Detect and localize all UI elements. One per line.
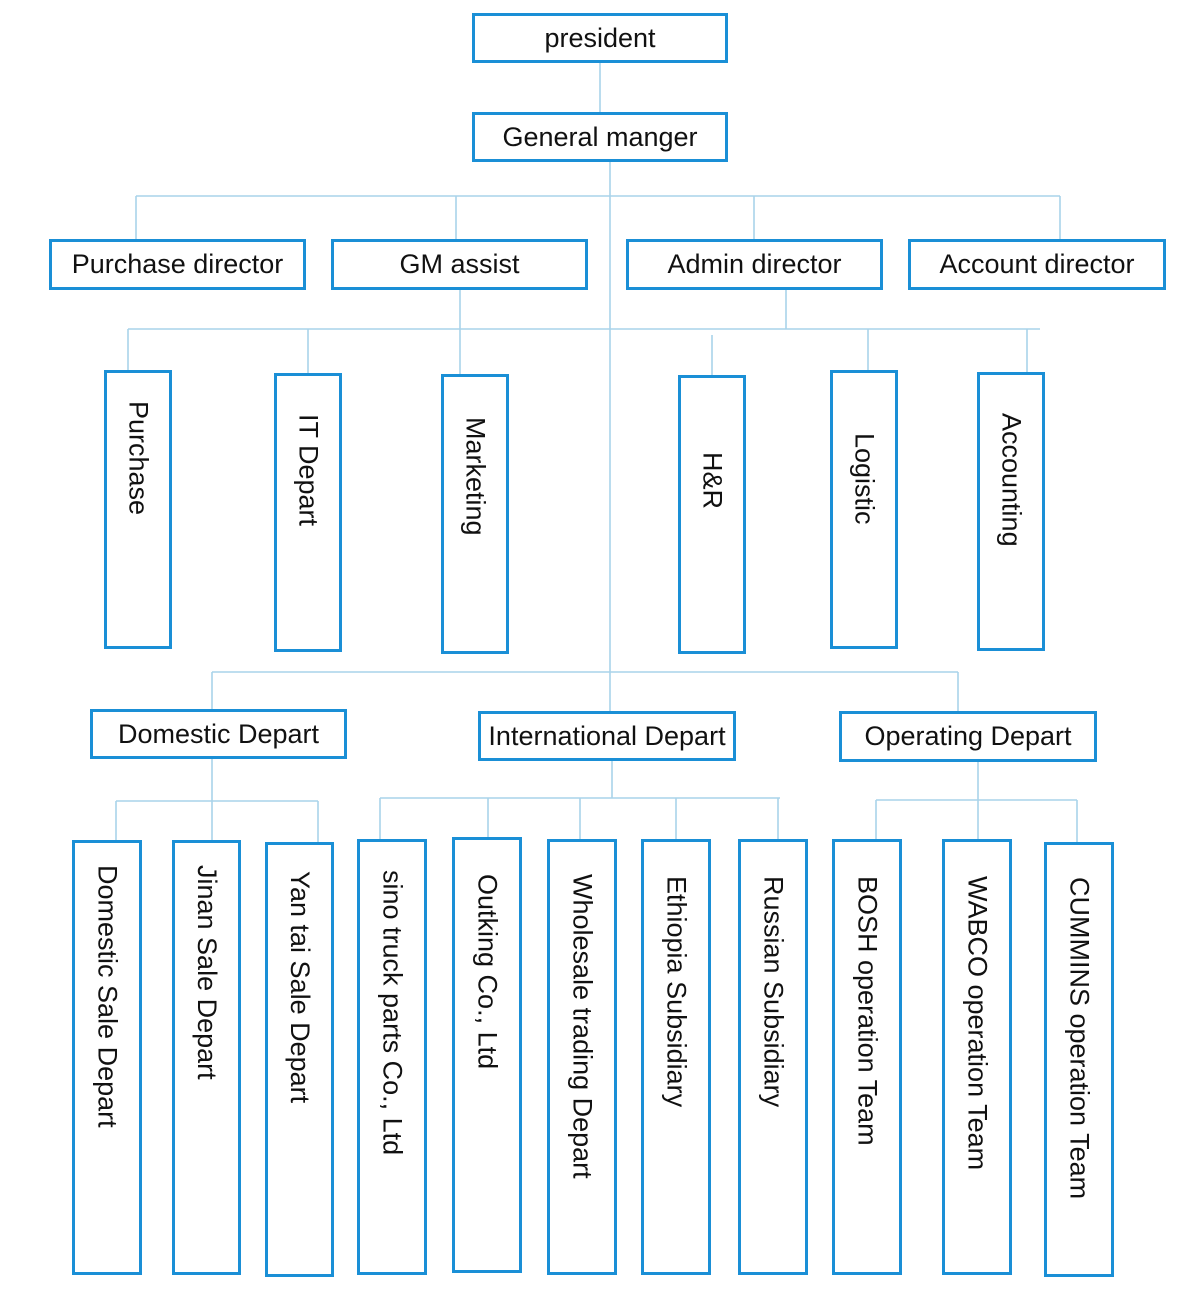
account-director-box: Account director: [908, 239, 1166, 290]
marketing-dept-box: Marketing: [441, 374, 509, 654]
domestic-depart-box: Domestic Depart: [90, 709, 347, 759]
director-label: Purchase director: [71, 249, 284, 279]
wholesale-trading-box: Wholesale trading Depart: [547, 839, 617, 1275]
division-label: Operating Depart: [864, 721, 1072, 751]
unit-label: Domestic Sale Depart: [92, 865, 123, 1128]
it-dept-box: IT Depart: [274, 373, 342, 652]
sino-truck-parts-box: sino truck parts Co., Ltd: [357, 839, 427, 1275]
department-label: IT Depart: [293, 414, 324, 527]
bosh-operation-team-box: BOSH operation Team: [832, 839, 902, 1275]
admin-director-box: Admin director: [626, 239, 883, 290]
general-manager-label: General manger: [502, 121, 698, 152]
logistic-dept-box: Logistic: [830, 370, 898, 649]
department-label: Marketing: [460, 417, 491, 536]
hr-dept-box: H&R: [678, 375, 746, 654]
division-label: Domestic Depart: [117, 718, 320, 749]
unit-label: Russian Subsidiary: [758, 876, 789, 1108]
unit-label: Jinan Sale Depart: [192, 865, 222, 1080]
international-depart-box: International Depart: [478, 711, 736, 761]
gm-assist-box: GM assist: [331, 239, 588, 290]
general-manager-box: General manger: [472, 112, 728, 162]
wabco-operation-team-box: WABCO operation Team: [942, 839, 1012, 1275]
unit-label: Wholesale trading Depart: [567, 874, 598, 1179]
director-label: Account director: [939, 249, 1135, 279]
ethiopia-subsidiary-box: Ethiopia Subsidiary: [641, 839, 711, 1275]
operating-depart-box: Operating Depart: [839, 711, 1097, 762]
unit-label: CUMMINS operation Team: [1064, 877, 1095, 1200]
russian-subsidiary-box: Russian Subsidiary: [738, 839, 808, 1275]
accounting-dept-box: Accounting: [977, 372, 1045, 651]
jinan-sale-depart-box: Jinan Sale Depart: [172, 840, 241, 1275]
unit-label: Ethiopia Subsidiary: [661, 876, 692, 1108]
director-label: GM assist: [399, 249, 520, 279]
department-label: Logistic: [849, 433, 880, 525]
unit-label: Yan tai Sale Depart: [285, 871, 315, 1104]
president-box: president: [472, 13, 728, 63]
president-label: president: [544, 22, 656, 53]
outking-box: Outking Co., Ltd: [452, 837, 522, 1273]
purchase-director-box: Purchase director: [49, 239, 306, 290]
yantai-sale-depart-box: Yan tai Sale Depart: [265, 842, 334, 1277]
unit-label: BOSH operation Team: [852, 876, 883, 1146]
division-label: International Depart: [488, 720, 726, 751]
department-label: Purchase: [123, 401, 154, 516]
domestic-sale-depart-box: Domestic Sale Depart: [72, 840, 142, 1275]
cummins-operation-team-box: CUMMINS operation Team: [1044, 842, 1114, 1277]
unit-label: WABCO operation Team: [962, 876, 993, 1171]
director-label: Admin director: [667, 249, 842, 279]
department-label: H&R: [697, 452, 728, 510]
department-label: Accounting: [996, 413, 1027, 547]
unit-label: Outking Co., Ltd: [472, 874, 503, 1070]
unit-label: sino truck parts Co., Ltd: [377, 870, 408, 1156]
purchase-dept-box: Purchase: [104, 370, 172, 649]
